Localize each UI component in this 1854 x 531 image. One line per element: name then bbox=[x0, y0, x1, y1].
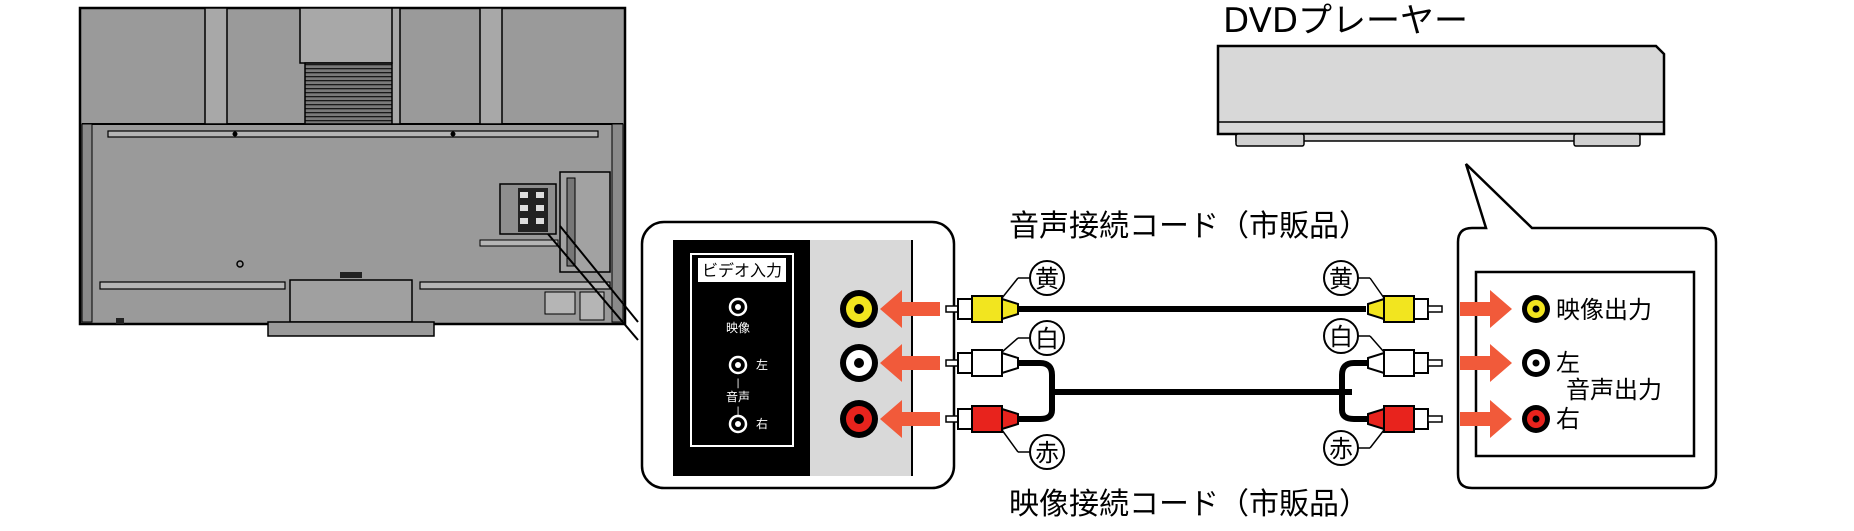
tv-input-panel: ビデオ入力 映像 左 | 音声 | 右 bbox=[640, 220, 956, 490]
dvd-player-illustration bbox=[1216, 44, 1666, 147]
svg-text:白: 白 bbox=[1329, 323, 1353, 351]
audio-cable-right-join bbox=[1339, 360, 1368, 422]
plug-yellow-left bbox=[945, 295, 1019, 323]
arrow-to-dvd-right bbox=[1460, 400, 1512, 438]
plug-red-right bbox=[1367, 405, 1443, 433]
arrow-to-tv-left bbox=[880, 344, 940, 382]
dvd-video-out-label: 映像出力 bbox=[1556, 296, 1652, 324]
tv-panel-header: ビデオ入力 bbox=[702, 261, 782, 280]
tv-audio-right-jack bbox=[840, 400, 878, 438]
tag-yellow-right: 黄 bbox=[1323, 260, 1385, 299]
tv-callout-line bbox=[559, 225, 639, 323]
plug-red-left bbox=[945, 405, 1019, 433]
tag-white-right: 白 bbox=[1323, 318, 1385, 354]
dvd-audio-out-label: 音声出力 bbox=[1566, 376, 1662, 404]
tv-panel-video-label: 映像 bbox=[726, 321, 750, 335]
tag-yellow-left: 黄 bbox=[1001, 260, 1065, 299]
tv-video-jack bbox=[840, 290, 878, 328]
dvd-output-panel bbox=[1456, 163, 1718, 490]
tag-red-right: 赤 bbox=[1323, 429, 1385, 466]
tv-panel-audio-label: 音声 bbox=[726, 389, 750, 404]
audio-cable-left-join bbox=[1018, 360, 1055, 422]
tag-red-left: 赤 bbox=[1001, 429, 1065, 470]
svg-text:白: 白 bbox=[1035, 325, 1059, 353]
plug-white-right bbox=[1367, 349, 1443, 377]
svg-text:赤: 赤 bbox=[1035, 439, 1059, 467]
plug-yellow-right bbox=[1367, 295, 1443, 323]
arrow-to-tv-right bbox=[880, 400, 940, 438]
dvd-audio-right-jack bbox=[1522, 405, 1550, 433]
audio-cable-label: 音声接続コード（市販品） bbox=[1009, 209, 1369, 244]
tv-panel-dash-2: | bbox=[736, 406, 739, 417]
tag-white-left: 白 bbox=[1001, 320, 1065, 356]
dvd-video-out-jack bbox=[1522, 295, 1550, 323]
dvd-audio-left-jack bbox=[1522, 349, 1550, 377]
dvd-right-label: 右 bbox=[1556, 405, 1580, 433]
arrow-to-dvd-left bbox=[1460, 344, 1512, 382]
tv-panel-right-label: 右 bbox=[756, 416, 768, 431]
tv-callout-line-2 bbox=[547, 233, 639, 341]
svg-text:黄: 黄 bbox=[1035, 265, 1059, 293]
tv-audio-left-jack bbox=[840, 344, 878, 382]
dvd-player-title: DVDプレーヤー bbox=[1223, 1, 1468, 41]
arrow-to-tv-video bbox=[880, 290, 940, 328]
tv-rear-illustration bbox=[78, 6, 627, 337]
video-cable-label: 映像接続コード（市販品） bbox=[1009, 487, 1369, 522]
svg-text:赤: 赤 bbox=[1329, 435, 1353, 463]
tv-panel-left-label: 左 bbox=[756, 357, 768, 372]
tv-panel-dash-1: | bbox=[736, 378, 739, 389]
dvd-left-label: 左 bbox=[1556, 349, 1580, 377]
plug-white-left bbox=[945, 349, 1019, 377]
svg-text:黄: 黄 bbox=[1329, 265, 1353, 293]
arrow-to-dvd-video bbox=[1460, 290, 1512, 328]
